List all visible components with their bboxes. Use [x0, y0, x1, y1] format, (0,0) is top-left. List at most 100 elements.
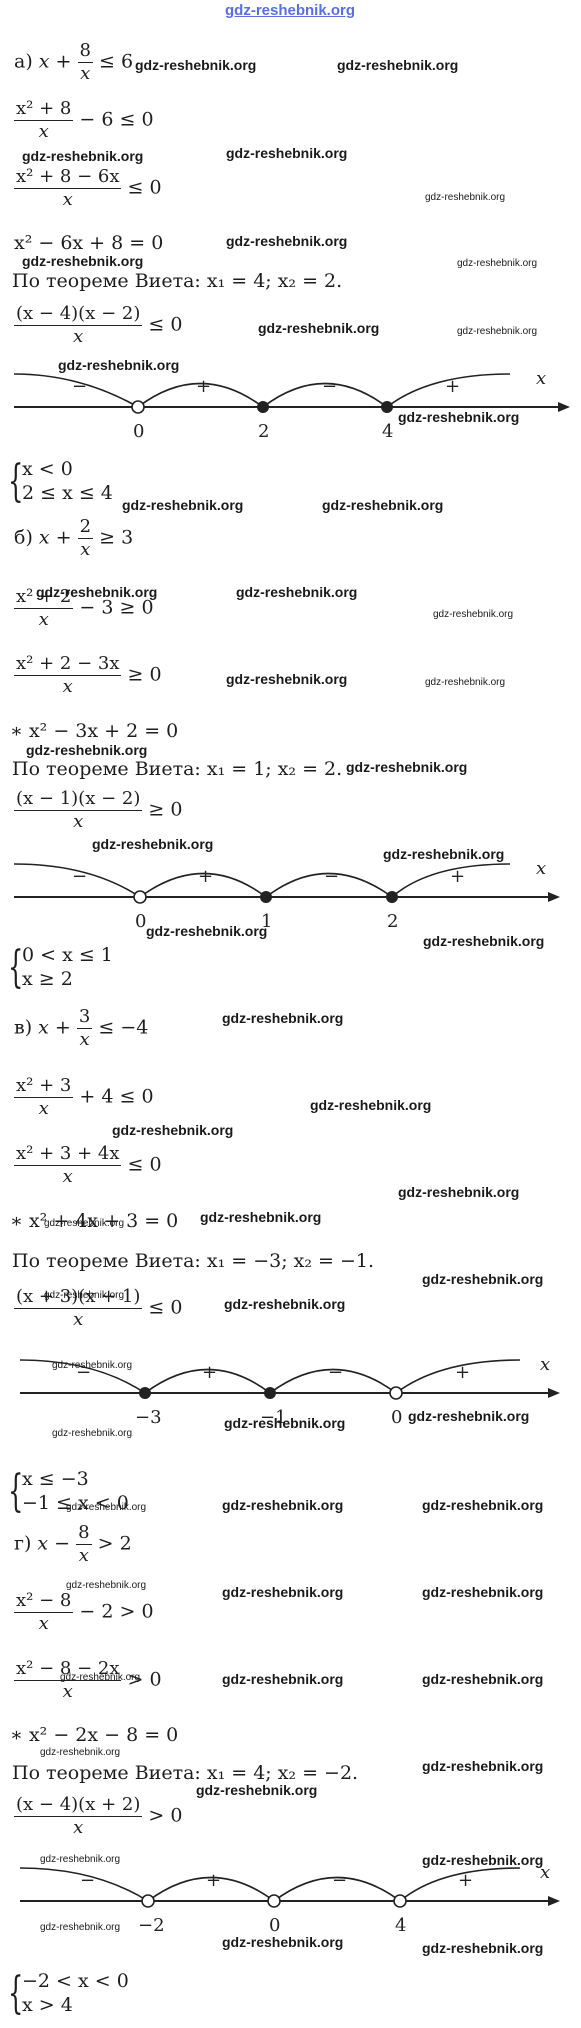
- point-label: −3: [135, 1407, 162, 1428]
- header-watermark[interactable]: gdz-reshebnik.org: [225, 2, 356, 19]
- sign-label: +: [198, 866, 213, 887]
- brace-icon: {: [8, 942, 24, 993]
- open-point: [267, 1894, 281, 1908]
- arrow-icon: [548, 1388, 560, 1398]
- part-a-quadratic: x² − 6x + 8 = 0: [14, 232, 164, 254]
- part-b-step5: (x − 1)(x − 2)x ≥ 0: [14, 788, 183, 832]
- open-point: [393, 1894, 407, 1908]
- point-label: 1: [261, 911, 272, 932]
- watermark: gdz-reshebnik.org: [52, 1428, 133, 1439]
- watermark: gdz-reshebnik.org: [423, 933, 545, 949]
- part-g-vieta: По теореме Виета: x₁ = 4; x₂ = −2.: [12, 1762, 359, 1784]
- arrow-icon: [548, 1896, 560, 1906]
- part-b-quadratic: ∗ x² − 3x + 2 = 0: [10, 720, 179, 742]
- sign-label: +: [196, 376, 211, 397]
- sign-label: +: [206, 1870, 221, 1891]
- watermark: gdz-reshebnik.org: [60, 1672, 141, 1683]
- watermark: gdz-reshebnik.org: [40, 1747, 121, 1758]
- watermark: gdz-reshebnik.org: [22, 148, 144, 164]
- watermark: gdz-reshebnik.org: [52, 1360, 133, 1371]
- watermark: gdz-reshebnik.org: [196, 1782, 318, 1798]
- watermark: gdz-reshebnik.org: [422, 1940, 544, 1956]
- watermark: gdz-reshebnik.org: [236, 584, 358, 600]
- part-v-step5: (x + 3)(x + 1)x ≤ 0: [14, 1286, 183, 1330]
- watermark: gdz-reshebnik.org: [310, 1097, 432, 1113]
- sign-label: −: [80, 1870, 95, 1891]
- point-label: 0: [391, 1407, 402, 1428]
- axis-variable: x: [540, 1354, 550, 1375]
- sign-label: +: [450, 866, 465, 887]
- open-point: [133, 890, 147, 904]
- axis-variable: x: [536, 858, 546, 879]
- interval-arc: [137, 382, 264, 408]
- interval-arc: [386, 373, 511, 408]
- point-label: 2: [258, 421, 269, 442]
- watermark: gdz-reshebnik.org: [408, 1408, 530, 1424]
- watermark: gdz-reshebnik.org: [422, 1497, 544, 1513]
- interval-arc: [395, 1359, 521, 1394]
- point-label: 0: [135, 911, 146, 932]
- watermark: gdz-reshebnik.org: [433, 609, 514, 620]
- watermark: gdz-reshebnik.org: [146, 923, 268, 939]
- interval-arc: [144, 1368, 271, 1394]
- watermark: gdz-reshebnik.org: [200, 1209, 322, 1225]
- brace-icon: {: [8, 1968, 24, 2019]
- interval-arc: [13, 863, 141, 898]
- interval-arc: [399, 1867, 521, 1902]
- part-b-number-line: − + − + x 0 1 2: [13, 858, 560, 932]
- point-label: −1: [260, 1407, 287, 1428]
- watermark: gdz-reshebnik.org: [44, 1290, 125, 1301]
- watermark: gdz-reshebnik.org: [425, 677, 506, 688]
- watermark: gdz-reshebnik.org: [22, 253, 144, 269]
- part-a-number-line: − + − + x 0 2 4: [13, 368, 570, 442]
- watermark: gdz-reshebnik.org: [346, 759, 468, 775]
- interval-arc: [13, 373, 139, 408]
- sign-label: −: [328, 1362, 343, 1383]
- sign-label: +: [458, 1870, 473, 1891]
- interval-arc: [391, 863, 511, 898]
- interval-arc: [19, 1867, 149, 1902]
- sign-label: −: [324, 866, 339, 887]
- watermark: gdz-reshebnik.org: [66, 1502, 147, 1513]
- watermark: gdz-reshebnik.org: [422, 1671, 544, 1687]
- point-label: 4: [382, 421, 393, 442]
- part-g-number-line: − + − + x −2 0 4: [19, 1862, 560, 1936]
- watermark: gdz-reshebnik.org: [222, 1584, 344, 1600]
- filled-point: [260, 891, 272, 903]
- watermark: gdz-reshebnik.org: [226, 233, 348, 249]
- watermark: gdz-reshebnik.org: [224, 1415, 346, 1431]
- watermark: gdz-reshebnik.org: [383, 846, 505, 862]
- filled-point: [139, 1387, 151, 1399]
- watermark: gdz-reshebnik.org: [222, 1497, 344, 1513]
- interval-arc: [19, 1359, 146, 1394]
- filled-point: [386, 891, 398, 903]
- interval-arc: [269, 1368, 397, 1394]
- open-point: [131, 400, 145, 414]
- sign-label: +: [455, 1362, 470, 1383]
- part-v-number-line: − + − + x −3 −1 0: [19, 1354, 560, 1428]
- open-point: [141, 1894, 155, 1908]
- sign-label: −: [72, 866, 87, 887]
- watermark: gdz-reshebnik.org: [457, 258, 538, 269]
- sign-label: +: [445, 376, 460, 397]
- watermark: gdz-reshebnik.org: [44, 1218, 125, 1229]
- watermark: gdz-reshebnik.org: [224, 1296, 346, 1312]
- watermark: gdz-reshebnik.org: [112, 1122, 234, 1138]
- part-a-vieta: По теореме Виета: x₁ = 4; x₂ = 2.: [12, 270, 343, 292]
- filled-point: [257, 401, 269, 413]
- watermark: gdz-reshebnik.org: [66, 1580, 147, 1591]
- part-v-vieta: По теореме Виета: x₁ = −3; x₂ = −1.: [12, 1250, 375, 1272]
- watermark: gdz-reshebnik.org: [135, 57, 257, 73]
- watermark: gdz-reshebnik.org: [422, 1584, 544, 1600]
- watermark: gdz-reshebnik.org: [422, 1758, 544, 1774]
- arrow-icon: [548, 892, 560, 902]
- watermark: gdz-reshebnik.org: [258, 320, 380, 336]
- watermark: gdz-reshebnik.org: [422, 1271, 544, 1287]
